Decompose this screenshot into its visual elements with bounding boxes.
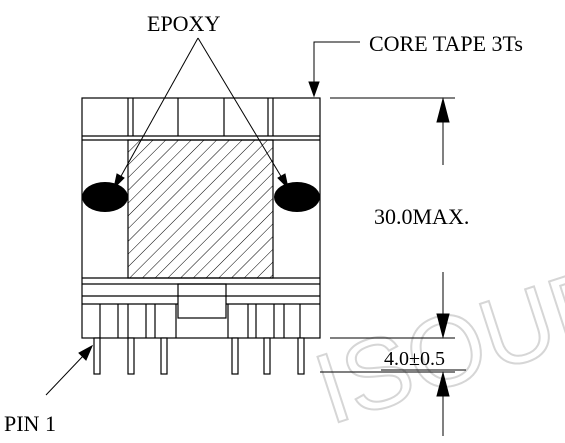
core-hatch — [127, 139, 274, 279]
epoxy-leaders — [113, 37, 289, 190]
standoff-dimension — [320, 369, 466, 436]
transformer-body — [81, 97, 321, 339]
pin — [231, 337, 239, 375]
pin1-label: PIN 1 — [4, 411, 56, 436]
pins — [93, 337, 305, 375]
pin — [263, 337, 271, 375]
pin — [127, 337, 135, 375]
epoxy-dot-left — [82, 182, 128, 212]
body-outline — [81, 97, 321, 339]
pin — [297, 337, 305, 375]
core-tape-label: CORE TAPE 3Ts — [369, 31, 523, 56]
epoxy-label: EPOXY — [147, 11, 220, 36]
pin — [93, 337, 101, 375]
pin1-leader — [45, 344, 94, 396]
watermark-text: ISOUR — [302, 242, 565, 443]
epoxy-dot-right — [274, 182, 320, 212]
height-dimension — [330, 97, 455, 339]
core-tape-leader — [308, 41, 360, 98]
height-dimension-label: 30.0MAX. — [374, 204, 469, 229]
standoff-dimension-label: 4.0±0.5 — [384, 348, 445, 370]
pin — [160, 337, 168, 375]
